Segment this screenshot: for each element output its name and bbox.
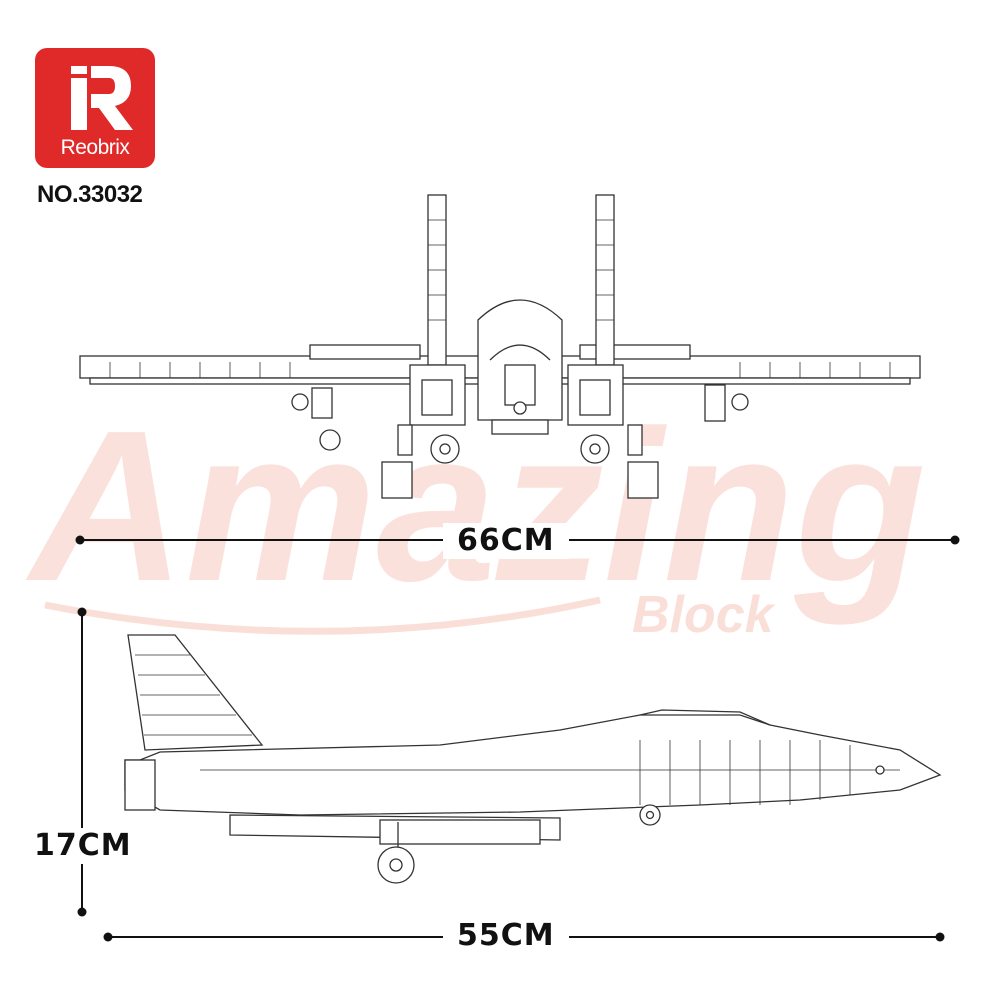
front-right-tail [595, 194, 615, 366]
front-right-wheel [627, 461, 659, 499]
front-view-aircraft [79, 194, 921, 499]
front-left-tail [427, 194, 447, 366]
watermark-amazing: Amazing [25, 385, 926, 626]
model-number: NO.33032 [37, 181, 143, 208]
watermark-swoosh [44, 596, 601, 635]
watermark-block: Block [632, 586, 777, 644]
wingspan-label: 66CM [443, 523, 569, 559]
side-view-aircraft [124, 634, 942, 884]
front-left-wheel [381, 461, 413, 499]
reobrix-logo: Reobrix [35, 48, 155, 168]
height-dimension-line [77, 607, 87, 917]
watermark: Amazing Block [25, 385, 926, 644]
logo-r-mark [71, 66, 133, 130]
logo-brand-name: Reobrix [60, 136, 130, 159]
height-label: 17CM [30, 828, 136, 864]
side-weapon-pod [379, 819, 541, 845]
side-vertical-tail [127, 634, 264, 751]
front-cockpit [477, 299, 563, 421]
length-label: 55CM [443, 918, 569, 954]
